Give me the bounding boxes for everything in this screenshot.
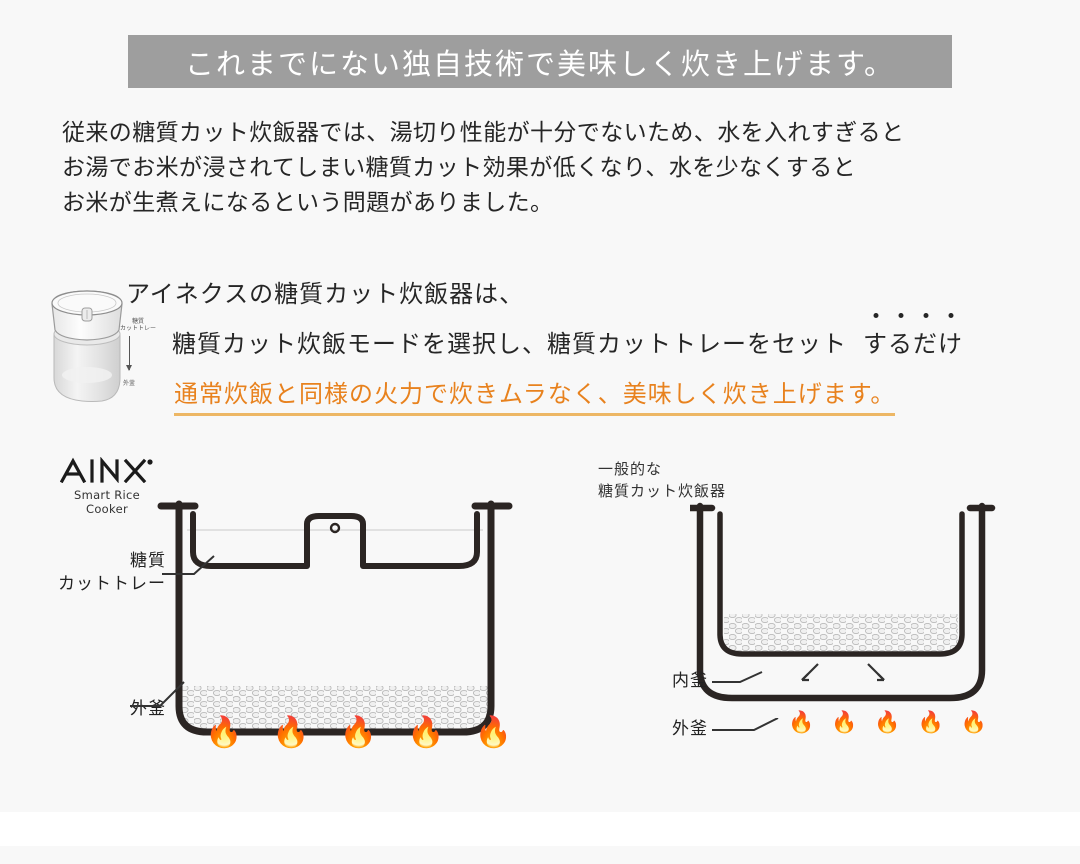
flame-icon: 🔥: [205, 715, 243, 750]
flame-icon: 🔥: [960, 710, 987, 734]
banner-title: これまでにない独自技術で美味しく炊き上げます。: [184, 46, 896, 81]
intro-line-1: 従来の糖質カット炊飯器では、湯切り性能が十分でないため、水を入れすぎると: [62, 120, 905, 146]
flame-icon: 🔥: [272, 715, 310, 750]
callout-tray-left: 糖質 カットトレー: [58, 551, 166, 594]
intro-paragraph: 従来の糖質カット炊飯器では、湯切り性能が十分でないため、水を入れすぎると お湯で…: [62, 116, 1042, 221]
thumb-label-outer: 外釜: [123, 380, 136, 387]
ainx-logo-subtitle: Smart Rice Cooker: [73, 488, 141, 516]
down-arrow-icon: [126, 336, 132, 371]
right-cooker-diagram: [690, 502, 996, 702]
middle-section: 糖質 カットトレー 外釜 アイネクスの糖質カット炊飯器は、 糖質カット炊飯モード…: [0, 262, 1080, 416]
flame-icon: 🔥: [407, 715, 445, 750]
middle-line-2-main: 糖質カット炊飯モードを選択し、糖質カットトレーをセット: [172, 330, 847, 358]
middle-line-2: 糖質カット炊飯モードを選択し、糖質カットトレーをセット するだけ: [172, 324, 963, 359]
diagram-area: Smart Rice Cooker 一般的な 糖質カット炊飯器: [0, 430, 1080, 820]
flame-icon: 🔥: [831, 710, 858, 734]
ainx-logo: Smart Rice Cooker: [59, 456, 210, 516]
callout-outer-right: 外釜: [672, 719, 708, 739]
emphasis-char: る: [888, 324, 913, 359]
flame-icon: 🔥: [788, 710, 815, 734]
left-cooker-diagram: [157, 500, 513, 736]
flame-icon: 🔥: [874, 710, 901, 734]
callout-outer-left: 外釜: [130, 699, 166, 719]
emphasis-char: す: [863, 324, 888, 359]
leader-line-outer-left: [130, 681, 185, 707]
rice-cooker-pot-illustration: [51, 290, 123, 402]
product-thumbnail: 糖質 カットトレー 外釜: [44, 282, 166, 406]
emphasis-char: だ: [913, 324, 938, 359]
intro-line-3: お米が生煮えになるという問題がありました。: [62, 190, 554, 216]
middle-line-1: アイネクスの糖質カット炊飯器は、: [126, 280, 525, 308]
leader-line-tray-left: [162, 555, 215, 575]
thumb-label-tray: 糖質 カットトレー: [120, 318, 157, 332]
intro-line-2: お湯でお米が浸されてしまい糖質カット効果が低くなり、水を少なくすると: [62, 155, 856, 181]
flame-icon: 🔥: [474, 715, 512, 750]
leader-line-outer-right: [712, 718, 779, 731]
emphasis-char: け: [938, 324, 963, 359]
header-banner: これまでにない独自技術で美味しく炊き上げます。: [128, 35, 952, 88]
callout-inner-right: 内釜: [672, 671, 708, 691]
flame-row-right: 🔥 🔥 🔥 🔥 🔥: [788, 712, 987, 733]
bottom-band: [0, 812, 1080, 846]
middle-line-3-highlight: 通常炊飯と同様の火力で炊きムラなく、美味しく炊き上げます。: [174, 374, 896, 416]
flame-row-left: 🔥 🔥 🔥 🔥 🔥: [205, 718, 512, 748]
flame-icon: 🔥: [917, 710, 944, 734]
leader-line-inner-right: [712, 671, 763, 683]
ainx-wordmark-icon: [59, 456, 153, 484]
middle-line-2-emphasis: するだけ: [863, 324, 963, 359]
flame-icon: 🔥: [339, 715, 378, 750]
right-diagram-title: 一般的な 糖質カット炊飯器: [598, 460, 727, 500]
